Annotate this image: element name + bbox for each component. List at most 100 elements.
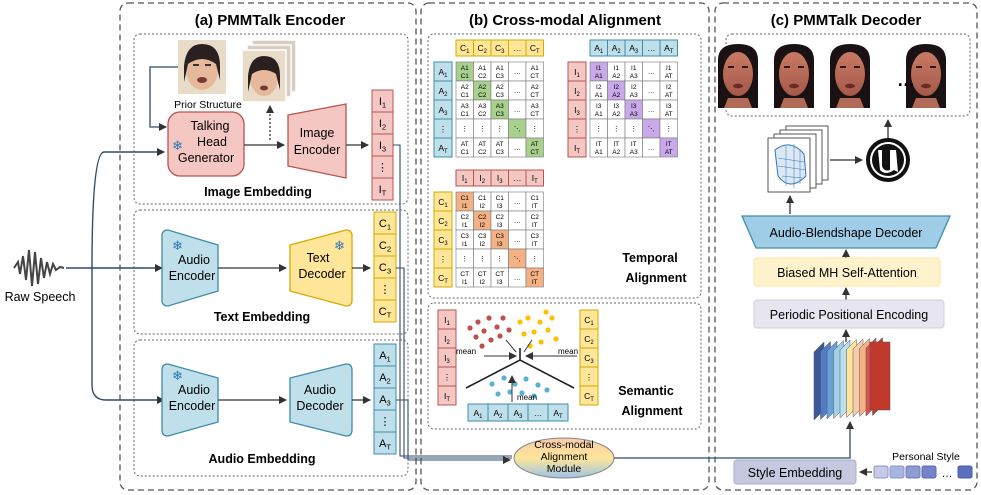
matrix-header-label: ⋮ (573, 124, 582, 134)
matrix-header-label: C3 (495, 43, 505, 55)
matrix-cell-dots: ⋮ (461, 126, 468, 133)
matrix-cell-dots: ⋱ (648, 126, 655, 133)
matrix-header-label: … (513, 43, 522, 53)
matrix-cell-label: A2 (496, 84, 504, 91)
matrix-cell-label: CT (530, 111, 539, 118)
svg-text:Encoder: Encoder (169, 269, 216, 283)
token-label: I1 (379, 96, 386, 110)
matrix-cell-dots: … (514, 69, 521, 76)
unreal-engine-icon (866, 138, 910, 182)
matrix-cell-dots: ⋮ (479, 126, 486, 133)
svg-text:Biased MH Self-Attention: Biased MH Self-Attention (777, 266, 917, 280)
feature-stack (813, 336, 891, 421)
temporal-alignment-label-2: Alignment (625, 271, 687, 285)
matrix-header-label: A3 (629, 43, 639, 55)
token-cell (373, 431, 397, 455)
matrix-cell-label: IT (666, 141, 672, 148)
matrix-cell-dots: ⋮ (665, 126, 672, 133)
matrix-cell-label: A3 (630, 149, 638, 156)
matrix-header-cell (659, 39, 678, 57)
matrix-cell-label: C1 (461, 195, 470, 202)
image-embedding-label: Image Embedding (204, 185, 312, 199)
matrix-cell (525, 267, 544, 288)
svg-text:Cross-modal: Cross-modal (534, 439, 594, 451)
token-label: ⋮ (380, 416, 391, 428)
matrix-cell-label: C1 (531, 195, 540, 202)
svg-text:Decoder: Decoder (298, 267, 345, 281)
matrix-header-label: C3 (438, 235, 448, 247)
matrix-header-label: IT (574, 143, 580, 155)
matrix-cell-label: C2 (478, 92, 487, 99)
svg-text:Talking: Talking (191, 119, 230, 133)
matrix-cell-label: C1 (461, 111, 470, 118)
matrix-header-label: … (647, 43, 656, 53)
semantic-token-label: I3 (444, 353, 450, 365)
matrix-cell-label: CT (495, 271, 504, 278)
matrix-cell-label: AT (496, 141, 504, 148)
matrix-cell-label: I2 (480, 203, 486, 210)
decoder-panel-title: (c) PMMTalk Decoder (771, 12, 922, 29)
matrix-cell-label: C2 (478, 149, 487, 156)
semantic-token-cell (579, 385, 599, 406)
raw-speech-label: Raw Speech (5, 290, 76, 304)
matrix-cell-label: IT (532, 222, 538, 229)
matrix-cell-label: A1 (478, 65, 486, 72)
matrix-cell-dots: ⋮ (613, 126, 620, 133)
token-label: C1 (379, 218, 391, 232)
matrix-cell-dots: … (514, 88, 521, 95)
token-label: A3 (379, 394, 391, 408)
matrix-cell-dots: … (514, 145, 521, 152)
matrix-cell-label: I3 (497, 279, 503, 286)
matrix-header-label: I2 (574, 86, 580, 98)
matrix-cell-dots: … (648, 69, 655, 76)
audio-embedding-label: Audio Embedding (209, 452, 316, 466)
matrix-cell-label: AT (665, 149, 673, 156)
matrix-header-label: C2 (478, 43, 487, 55)
semantic-alignment-label-2: Alignment (621, 404, 683, 418)
rendered-face (772, 44, 816, 108)
svg-text:Periodic Positional Encoding: Periodic Positional Encoding (770, 308, 928, 322)
alignment-panel-title: (b) Cross-modal Alignment (469, 12, 661, 29)
snowflake-icon: ❄ (172, 238, 183, 253)
matrix-cell-label: I1 (631, 65, 637, 72)
rendered-face (828, 44, 872, 108)
matrix-cell-label: I1 (666, 65, 672, 72)
svg-text:Audio: Audio (178, 253, 210, 267)
matrix-header-label: C2 (438, 216, 447, 228)
matrix-header-cell (525, 39, 544, 57)
talking-head-generator: Talking Head Generator (167, 111, 245, 177)
matrix-cell-label: A3 (478, 103, 486, 110)
matrix-cell-label: C2 (496, 214, 505, 221)
semantic-token-label: C2 (584, 334, 593, 346)
matrix-cell-dots: ⋮ (461, 256, 468, 263)
matrix-cell-label: CT (530, 73, 539, 80)
token-label: IT (379, 184, 387, 198)
matrix-cell (659, 137, 678, 158)
matrix-cell-label: CT (530, 271, 539, 278)
matrix-header-label: A2 (439, 86, 448, 98)
svg-text:Audio: Audio (304, 383, 336, 397)
svg-text:Text: Text (307, 251, 330, 265)
matrix-cell-label: AT (665, 111, 673, 118)
matrix-cell-label: C2 (478, 214, 487, 221)
matrix-cell-label: A1 (595, 73, 603, 80)
matrix-cell-dots: ⋮ (531, 256, 538, 263)
svg-text:Decoder: Decoder (296, 399, 343, 413)
image-encoder: Image Encoder (287, 103, 347, 179)
image-embedding-box (133, 33, 409, 205)
token-cell (373, 299, 397, 323)
matrix-header-label: I1 (574, 67, 580, 79)
matrix-cell-label: A2 (478, 84, 486, 91)
matrix-cell-dots: … (648, 145, 655, 152)
matrix-header-label: IT (532, 173, 538, 185)
matrix-header-label: C1 (460, 43, 470, 55)
rendered-faces (716, 44, 948, 108)
matrix-header-cell (433, 137, 453, 158)
generated-frames (241, 39, 297, 103)
matrix-cell-label: A2 (612, 92, 620, 99)
matrix-cell-label: I2 (666, 84, 672, 91)
matrix-cell-label: CT (478, 271, 487, 278)
matrix-cell-label: AT (665, 92, 673, 99)
matrix-cell-label: C2 (478, 73, 487, 80)
